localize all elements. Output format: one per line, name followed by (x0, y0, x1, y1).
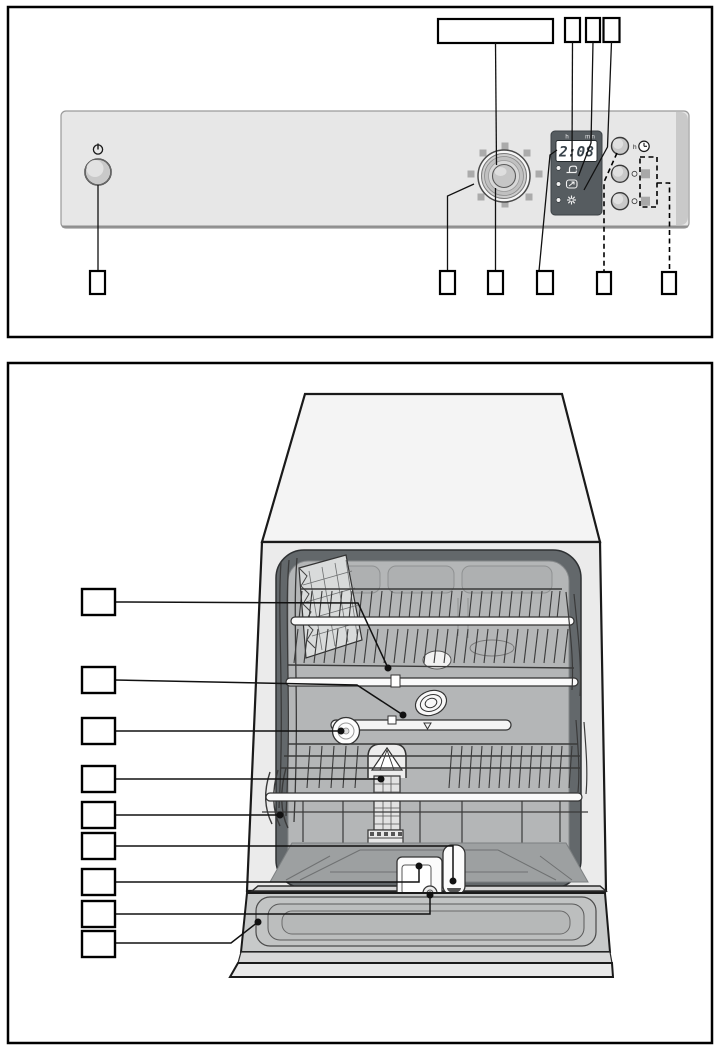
salt-refill-icon (565, 179, 578, 189)
display-time: 2:08 (558, 145, 594, 161)
callout-box-led3 (602, 16, 621, 44)
interior-callout-boxes (80, 587, 117, 959)
tap-icon (566, 165, 578, 174)
callout-box-4 (80, 764, 117, 794)
power-icon (92, 143, 104, 155)
callout-box-indicators (438, 269, 457, 296)
callout-box-9 (80, 929, 117, 959)
interior-figure (6, 361, 714, 1045)
callout-box-6 (80, 831, 117, 861)
callout-box-1 (80, 587, 117, 617)
callout-box-3 (80, 716, 117, 746)
callout-box-display (535, 269, 555, 296)
panel-callout-boxes-bottom (88, 269, 678, 296)
option-led-square-1 (641, 169, 650, 179)
power-button (84, 158, 112, 186)
lower-basket (262, 719, 588, 846)
program-indicator-squares (467, 142, 543, 208)
program-knob (477, 149, 531, 203)
basket-side-wires (278, 557, 298, 823)
callout-box-7 (80, 867, 117, 897)
display-minute-label: min (585, 135, 595, 141)
door (228, 892, 615, 978)
callout-box-power (88, 269, 107, 296)
callout-box-knob (436, 17, 555, 45)
callout-box-selector (486, 269, 505, 296)
fascia-right-cap (676, 112, 688, 225)
upper-spray-arm (330, 689, 512, 731)
panel-leader-lines (97, 41, 613, 272)
top-basket (285, 588, 582, 697)
callout-box-led1 (563, 16, 582, 44)
timer-button-label: h (633, 144, 637, 151)
callout-box-led2 (584, 16, 602, 44)
rinse-aid-icon (567, 195, 576, 205)
callout-box-2 (80, 665, 117, 695)
control-panel-figure: h min 2:08 (6, 5, 714, 339)
callout-box-5 (80, 800, 117, 830)
option-buttons: h (610, 136, 650, 211)
interior-leader-lines (114, 601, 454, 944)
dispenser-small (442, 844, 466, 896)
clock-icon (638, 140, 650, 153)
panel-callout-boxes-top (436, 16, 621, 45)
display-module: h min 2:08 (550, 130, 603, 216)
cabinet-top (260, 392, 602, 544)
callout-box-timer (595, 270, 613, 296)
callout-box-8 (80, 899, 117, 929)
option-led-square-2 (641, 196, 650, 206)
dashed-callout-lines (603, 152, 671, 272)
callout-box-options (660, 270, 678, 296)
display-hour-label: h (565, 135, 568, 141)
leader-end-dots (254, 664, 457, 926)
